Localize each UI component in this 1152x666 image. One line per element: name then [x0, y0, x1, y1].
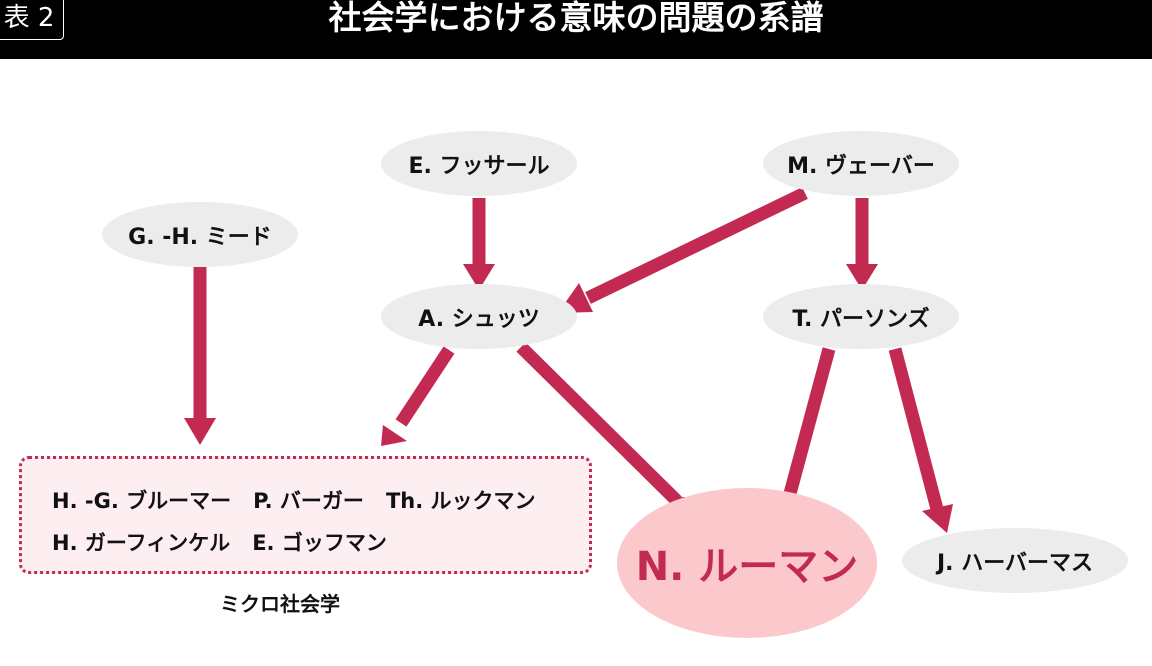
micro-name: E. ゴッフマン	[252, 531, 387, 555]
node-weber: M. ヴェーバー	[763, 131, 959, 196]
table-number-tag: 表 2	[0, 0, 64, 40]
node-husserl: E. フッサール	[381, 131, 577, 196]
node-habermas: J. ハーバーマス	[902, 528, 1128, 593]
micro-name: P. バーガー	[253, 489, 364, 513]
micro-sociology-box: H. -G. ブルーマー P. バーガー Th. ルックマン H. ガーフィンケル E…	[19, 456, 592, 574]
arrow-parsons-to-habermas	[888, 347, 944, 511]
node-parsons: T. パーソンズ	[763, 284, 959, 349]
node-mead: G. -H. ミード	[102, 202, 298, 267]
arrow-parsons-to-luhmann	[781, 347, 836, 503]
arrowhead-schutz-to-micro	[381, 425, 407, 446]
micro-name: H. ガーフィンケル	[52, 531, 231, 555]
arrow-schutz-to-luhmann	[516, 342, 682, 506]
micro-sociology-label: ミクロ社会学	[220, 592, 340, 616]
arrow-schutz-to-micro	[395, 346, 455, 427]
arrowhead-parsons-to-habermas	[922, 504, 953, 533]
micro-row-1: H. -G. ブルーマー P. バーガー Th. ルックマン	[52, 485, 536, 515]
page-title: 社会学における意味の問題の系譜	[328, 0, 824, 37]
micro-name: H. -G. ブルーマー	[52, 489, 232, 513]
arrowhead-husserl-to-schutz	[463, 264, 495, 290]
arrowhead-mead-to-micro	[184, 418, 216, 445]
node-schutz: A. シュッツ	[381, 284, 577, 349]
micro-row-2: H. ガーフィンケル E. ゴッフマン	[52, 527, 409, 557]
header-bar: 表 2 社会学における意味の問題の系譜	[0, 0, 1152, 59]
arrow-weber-to-schutz	[585, 187, 808, 304]
node-luhmann: N. ルーマン	[617, 488, 877, 638]
micro-name: Th. ルックマン	[385, 489, 536, 513]
arrowhead-weber-to-parsons	[846, 264, 878, 290]
